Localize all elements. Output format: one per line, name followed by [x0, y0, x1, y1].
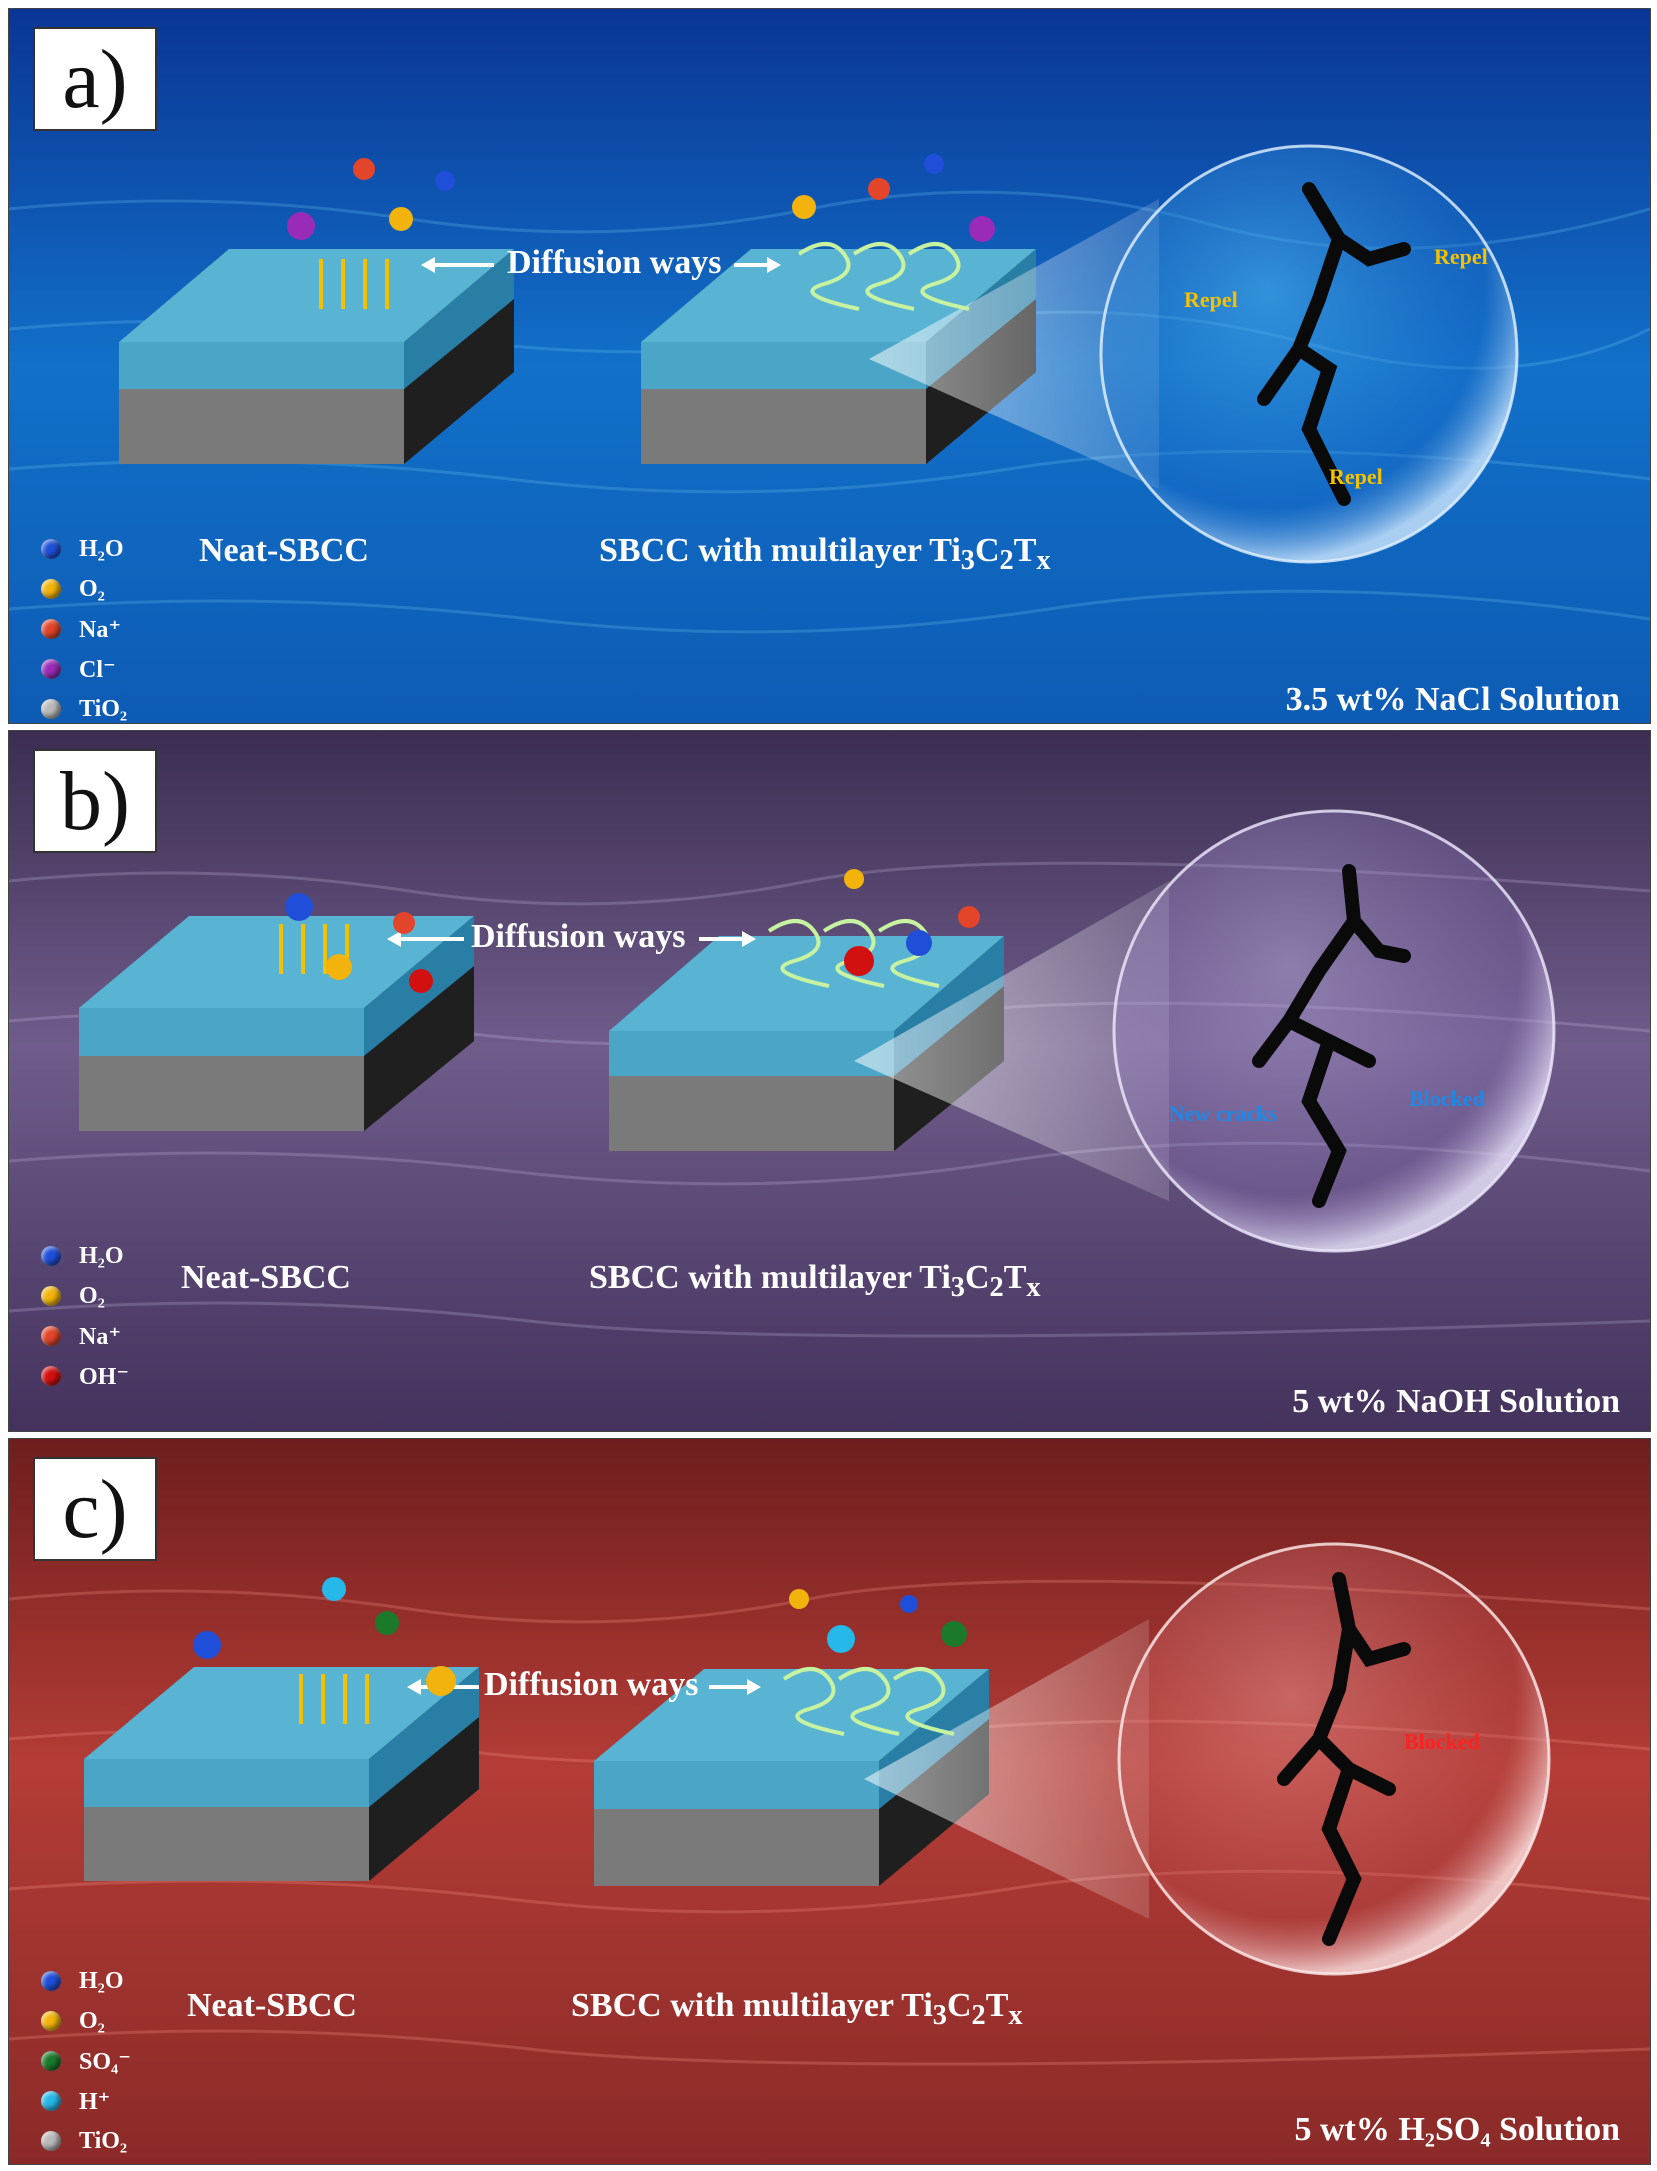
panel-a: a) Diffusion ways Neat-SBCC SBCC with mu…: [8, 8, 1651, 724]
legend-item: H⁺: [41, 2081, 131, 2121]
tio2-dot-icon: [41, 2131, 61, 2151]
tio2-dot-icon: [41, 699, 61, 719]
legend-item: OH⁻: [41, 1356, 129, 1396]
o2-dot-icon: [41, 2011, 61, 2031]
legend-item: TiO₂: [41, 2121, 131, 2161]
diffusion-label: Diffusion ways: [484, 1666, 699, 1703]
panel-b: b) Diffusion ways Neat-SBCC SBCC with mu…: [8, 730, 1651, 1432]
blocked-label: Blocked: [1404, 1729, 1480, 1754]
solution-label: 3.5 wt% NaCl Solution: [1285, 681, 1620, 718]
repel-label-2: Repel: [1434, 244, 1488, 269]
h2o-dot-icon: [41, 1971, 61, 1991]
o2-dot-icon: [41, 1286, 61, 1306]
solution-label: 5 wt% H₂SO₄ Solution: [1294, 2111, 1620, 2148]
legend-item: O₂: [41, 2001, 131, 2041]
repel-label-3: Repel: [1329, 464, 1383, 489]
solution-label: 5 wt% NaOH Solution: [1292, 1383, 1620, 1420]
o2-dot-icon: [41, 579, 61, 599]
oh-dot-icon: [41, 1366, 61, 1386]
cl-dot-icon: [41, 659, 61, 679]
panel-letter: b): [33, 749, 157, 853]
new-cracks-label: New cracks: [1169, 1101, 1278, 1126]
legend-item: O₂: [41, 569, 127, 609]
legend-item: H₂O: [41, 1961, 131, 2001]
h2o-dot-icon: [41, 1246, 61, 1266]
diffusion-label: Diffusion ways: [507, 244, 722, 281]
diffusion-label: Diffusion ways: [471, 918, 686, 955]
legend-item: H₂O: [41, 529, 127, 569]
legend-item: O₂: [41, 1276, 129, 1316]
legend-item: Na⁺: [41, 1316, 129, 1356]
panel-letter: a): [33, 27, 157, 131]
blocked-label: Blocked: [1409, 1086, 1485, 1111]
legend-item: Cl⁻: [41, 649, 127, 689]
neat-sbcc-label: Neat-SBCC: [199, 532, 369, 569]
h2o-dot-icon: [41, 539, 61, 559]
legend-item: SO₄⁻: [41, 2041, 131, 2081]
na-dot-icon: [41, 1326, 61, 1346]
legend-a: H₂O O₂ Na⁺ Cl⁻ TiO₂: [41, 529, 127, 723]
neat-sbcc-label: Neat-SBCC: [187, 1987, 357, 2024]
coated-sbcc-label: SBCC with multilayer Ti3C2Tx: [599, 532, 1051, 576]
so4-dot-icon: [41, 2051, 61, 2071]
h-dot-icon: [41, 2091, 61, 2111]
panel-a-background: [9, 9, 1650, 723]
panel-letter: c): [33, 1457, 157, 1561]
legend-item: TiO₂: [41, 689, 127, 723]
legend-c: H₂O O₂ SO₄⁻ H⁺ TiO₂: [41, 1961, 131, 2161]
legend-item: H₂O: [41, 1236, 129, 1276]
na-dot-icon: [41, 619, 61, 639]
repel-label-1: Repel: [1184, 287, 1238, 312]
coated-sbcc-label: SBCC with multilayer Ti3C2Tx: [589, 1259, 1041, 1303]
legend-b: H₂O O₂ Na⁺ OH⁻: [41, 1236, 129, 1396]
panel-c-background: [9, 1439, 1650, 2164]
panel-c: c) Diffusion ways Neat-SBCC SBCC with mu…: [8, 1438, 1651, 2165]
neat-sbcc-label: Neat-SBCC: [181, 1259, 351, 1296]
panel-b-background: [9, 731, 1650, 1431]
coated-sbcc-label: SBCC with multilayer Ti3C2Tx: [571, 1987, 1023, 2031]
legend-item: Na⁺: [41, 609, 127, 649]
